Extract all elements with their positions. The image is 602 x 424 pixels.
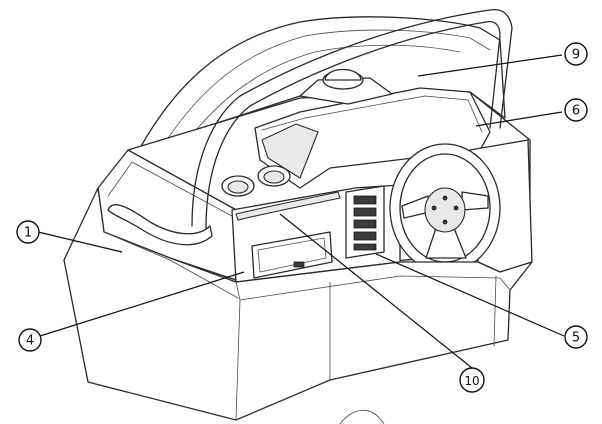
switch-1 <box>353 195 377 205</box>
hood-recess <box>261 123 319 179</box>
hood-edge <box>261 95 483 133</box>
display-key <box>293 261 305 268</box>
callout-6-label: 6 <box>572 104 580 119</box>
hub-bolt-3 <box>442 219 448 225</box>
roll-bar-inner <box>205 20 501 229</box>
roll-bar-outer <box>191 8 513 227</box>
gauge-left-face <box>227 180 249 194</box>
dash-slot <box>235 191 341 221</box>
callout-6: 6 <box>564 98 588 122</box>
callout-5-label: 5 <box>572 331 580 346</box>
leader-10 <box>279 213 473 369</box>
display-recess <box>251 231 333 279</box>
display-inner <box>257 237 327 273</box>
steering-wheel <box>389 143 501 273</box>
canopy-ridge <box>179 44 461 151</box>
left-grip <box>107 204 213 246</box>
switch-3 <box>353 219 377 229</box>
leader-1 <box>37 231 123 253</box>
leader-9 <box>417 54 563 77</box>
callout-5: 5 <box>564 325 588 349</box>
cabinet-top-edge-left <box>103 231 239 299</box>
cabinet-base-arc <box>339 409 385 424</box>
callout-4-label: 4 <box>26 334 34 349</box>
switch-group <box>353 195 377 251</box>
left-box-edge <box>107 161 233 217</box>
callout-9-label: 9 <box>572 48 580 63</box>
wheel-hub <box>424 187 466 233</box>
leader-5 <box>375 253 565 337</box>
cabinet-top-edge-right <box>239 275 511 301</box>
dome-light <box>324 68 362 81</box>
gauge-right-face <box>263 170 285 184</box>
cabinet-right-edge <box>493 275 497 347</box>
leader-4 <box>39 271 245 337</box>
callout-10-label: 10 <box>464 374 479 388</box>
hub-bolt-2 <box>453 205 459 211</box>
lower-cabinet <box>63 187 533 421</box>
leader-6 <box>475 111 563 127</box>
switch-2 <box>353 207 377 217</box>
callout-1-label: 1 <box>24 226 32 241</box>
callout-1: 1 <box>16 220 40 244</box>
callout-10: 10 <box>459 367 485 393</box>
dome-base <box>299 77 393 105</box>
hub-bolt-1 <box>442 195 448 201</box>
switch-4 <box>353 231 377 241</box>
callout-9: 9 <box>564 42 588 66</box>
switch-5 <box>353 243 377 251</box>
hub-bolt-4 <box>431 205 437 211</box>
callout-4: 4 <box>18 328 42 352</box>
